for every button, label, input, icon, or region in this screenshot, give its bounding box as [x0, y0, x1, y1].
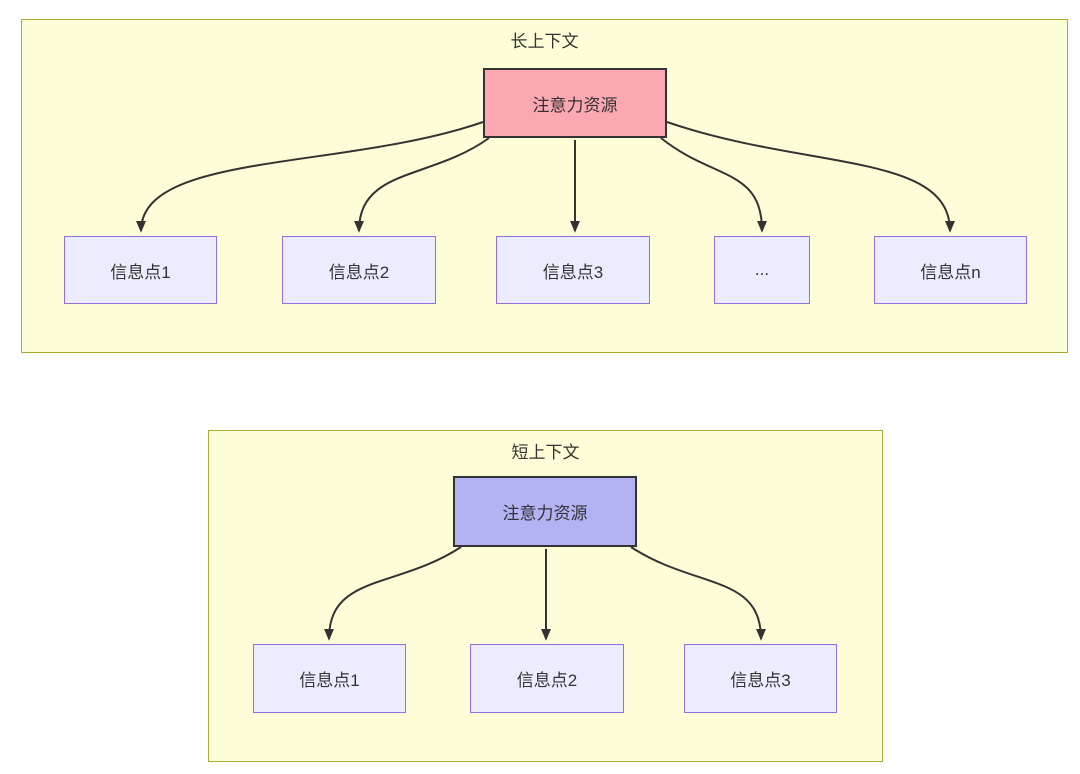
short-context-title: 短上下文	[511, 443, 580, 462]
long-info-point-n-node: 信息点n	[874, 236, 1027, 304]
short-info-point-3-node: 信息点3	[684, 644, 837, 713]
long-info-point-ellipsis-node: ...	[714, 236, 810, 304]
long-attention-resource-node: 注意力资源	[483, 68, 667, 138]
short-info-point-2-node: 信息点2	[470, 644, 624, 713]
long-info-point-3-node: 信息点3	[496, 236, 650, 304]
long-info-point-1-node: 信息点1	[64, 236, 217, 304]
long-context-title: 长上下文	[510, 32, 579, 51]
short-attention-resource-node: 注意力资源	[453, 476, 637, 547]
long-info-point-2-node: 信息点2	[282, 236, 436, 304]
short-info-point-1-node: 信息点1	[253, 644, 406, 713]
